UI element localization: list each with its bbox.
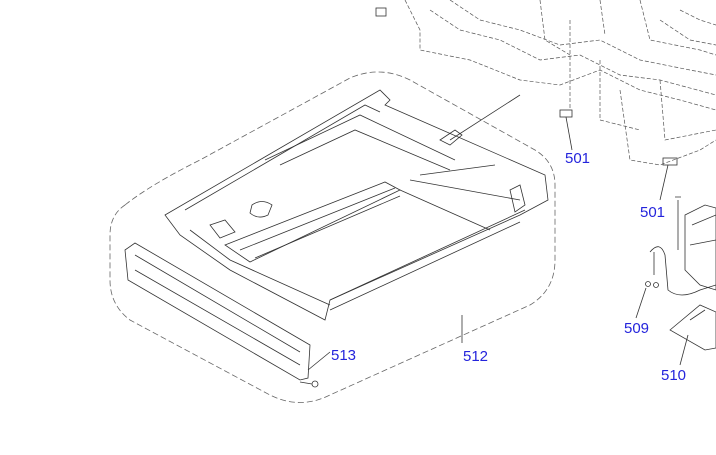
part-label-501: 501 [640,204,666,221]
part-label-501: 501 [565,150,591,167]
part-label-509: 509 [624,320,650,337]
part-label-512: 512 [463,348,489,365]
ink-pump-assembly [645,196,716,351]
part-501-block [559,109,573,118]
front-cover-513 [124,242,319,388]
paper-cassette-tray [164,89,549,321]
upper-frame-assembly [375,0,716,166]
leader-lines [307,94,689,371]
part-501-block [662,157,678,166]
part-label-510: 510 [661,367,687,384]
part-label-513: 513 [331,347,357,364]
